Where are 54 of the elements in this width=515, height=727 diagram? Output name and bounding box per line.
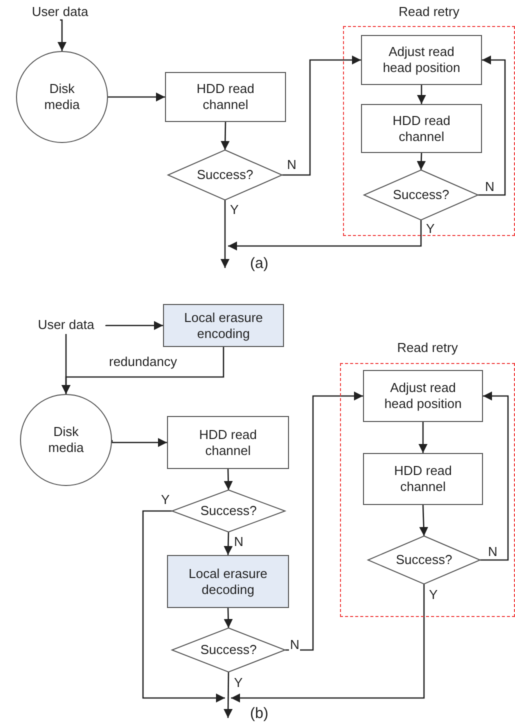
arrow bbox=[417, 85, 426, 104]
coding-box: Local erasure encoding bbox=[163, 304, 284, 347]
process-box: HDD read channel bbox=[363, 453, 483, 505]
process-box: Adjust read head position bbox=[363, 370, 483, 422]
decision-diamond: Success? bbox=[368, 536, 480, 584]
process-box: HDD read channel bbox=[165, 72, 286, 122]
edge-label: N bbox=[286, 158, 298, 171]
edge-label: Y bbox=[425, 222, 436, 235]
arrow bbox=[480, 392, 509, 561]
panel-label: (b) bbox=[250, 706, 268, 721]
decision-diamond: Success? bbox=[172, 628, 285, 672]
edge-label: Y bbox=[160, 493, 171, 506]
process-box: HDD read channel bbox=[361, 104, 482, 153]
arrow bbox=[282, 56, 361, 176]
arrow bbox=[224, 468, 233, 490]
arrow bbox=[224, 608, 233, 628]
edge-label: N bbox=[487, 545, 498, 558]
edge-label: N bbox=[233, 535, 244, 548]
edge-label: redundancy bbox=[108, 355, 178, 368]
arrow bbox=[58, 19, 66, 51]
arrow bbox=[108, 92, 165, 102]
input-label: User data bbox=[20, 3, 100, 20]
arrow bbox=[478, 56, 506, 196]
arrow bbox=[416, 152, 426, 170]
arrow bbox=[220, 122, 230, 150]
arrow bbox=[220, 200, 230, 268]
edge-label: N bbox=[484, 180, 496, 193]
arrow bbox=[62, 347, 224, 394]
arrow bbox=[224, 672, 233, 718]
decision-diamond: Success? bbox=[364, 170, 478, 220]
process-box: HDD read channel bbox=[167, 416, 289, 469]
panel-label: (a) bbox=[250, 256, 268, 271]
group-title: Read retry bbox=[396, 340, 459, 356]
arrow bbox=[105, 321, 163, 330]
arrow bbox=[419, 504, 428, 536]
edge-label: Y bbox=[233, 676, 244, 689]
arrow bbox=[142, 510, 225, 702]
group-title: Read retry bbox=[398, 4, 460, 20]
arrow bbox=[224, 532, 233, 556]
edge-label: Y bbox=[428, 588, 439, 601]
arrow bbox=[285, 392, 363, 651]
process-box: Adjust read head position bbox=[361, 35, 482, 85]
edge-label: N bbox=[289, 638, 300, 651]
arrow bbox=[111, 438, 167, 447]
coding-box: Local erasure decoding bbox=[167, 555, 289, 608]
arrow bbox=[228, 220, 422, 250]
input-label: User data bbox=[26, 316, 106, 334]
edge-label: Y bbox=[229, 203, 240, 216]
arrow bbox=[231, 584, 425, 702]
decision-diamond: Success? bbox=[172, 490, 285, 532]
arrow bbox=[418, 422, 428, 453]
disk-circle: Disk media bbox=[20, 394, 112, 486]
disk-circle: Disk media bbox=[16, 51, 108, 143]
decision-diamond: Success? bbox=[168, 150, 282, 200]
